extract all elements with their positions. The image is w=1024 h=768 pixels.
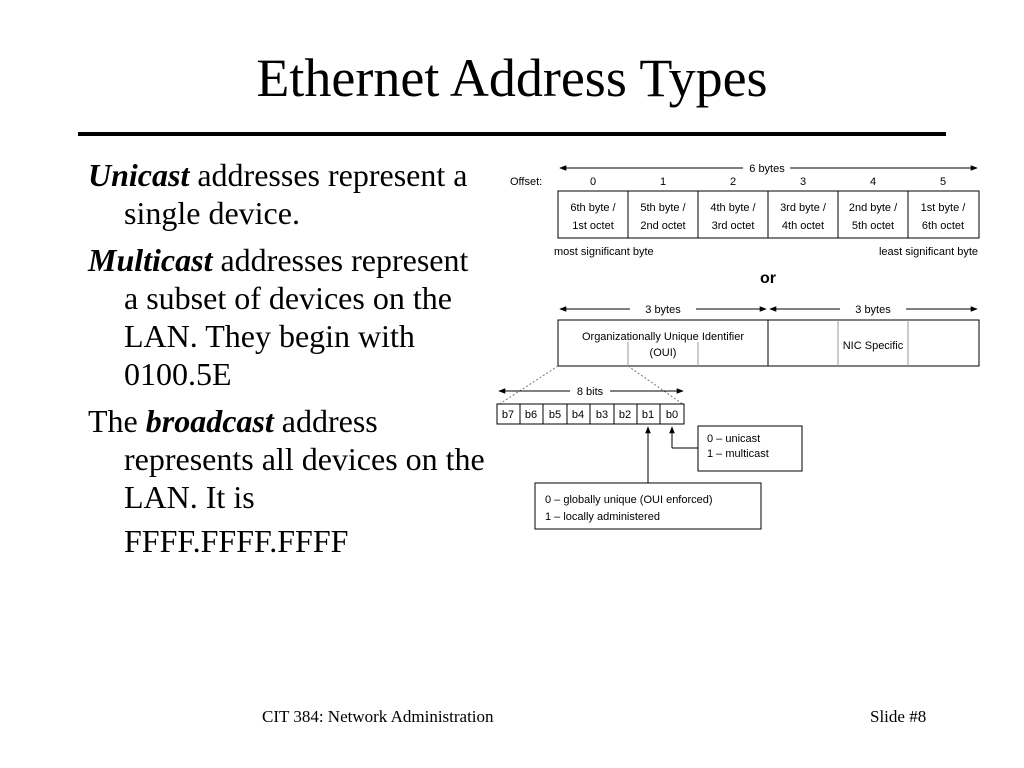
- bit-b0: b0: [666, 409, 678, 421]
- bullet-unicast: Unicast addresses represent a single dev…: [88, 156, 488, 232]
- byte-cell-0-line2: 1st octet: [572, 220, 614, 232]
- expansion-line-right: [627, 365, 685, 406]
- footer-slide-number: Slide #8: [870, 707, 927, 726]
- oui-bytes-label: 3 bytes: [645, 304, 681, 316]
- offset-2: 2: [730, 176, 736, 188]
- msb-label: most significant byte: [554, 246, 654, 258]
- oui-label-line1: Organizationally Unique Identifier: [582, 331, 744, 343]
- byte-cell-3-line2: 4th octet: [782, 220, 824, 232]
- byte-cell-3-line1: 3rd byte /: [780, 202, 827, 214]
- bit-b1: b1: [642, 409, 654, 421]
- eight-bits-label: 8 bits: [577, 386, 604, 398]
- bullet-list: Unicast addresses represent a single dev…: [88, 156, 488, 569]
- offset-4: 4: [870, 176, 876, 188]
- byte-cell-5-line1: 1st byte /: [921, 202, 967, 214]
- byte-cell-0-line1: 6th byte /: [570, 202, 616, 214]
- cast-line2: 1 – multicast: [707, 448, 769, 460]
- title-divider: [78, 132, 946, 136]
- offset-5: 5: [940, 176, 946, 188]
- nic-bytes-label: 3 bytes: [855, 304, 891, 316]
- unicast-description: addresses represent a single device.: [124, 157, 468, 231]
- term-multicast: Multicast: [88, 242, 213, 278]
- bit-b2: b2: [619, 409, 631, 421]
- nic-specific-label: NIC Specific: [843, 340, 904, 352]
- multicast-description: addresses represent a subset of devices …: [124, 242, 469, 392]
- broadcast-prefix: The: [88, 403, 146, 439]
- cast-box: [697, 425, 803, 472]
- offset-1: 1: [660, 176, 666, 188]
- bit-b6: b6: [525, 409, 537, 421]
- cast-line1: 0 – unicast: [707, 433, 760, 445]
- expansion-line-left: [497, 365, 559, 406]
- lsb-label: least significant byte: [879, 246, 978, 258]
- admin-line1: 0 – globally unique (OUI enforced): [545, 494, 713, 506]
- admin-line2: 1 – locally administered: [545, 511, 660, 523]
- term-unicast: Unicast: [88, 157, 190, 193]
- slide-title: Ethernet Address Types: [256, 48, 768, 108]
- bullet-broadcast: The broadcast address represents all dev…: [88, 402, 488, 560]
- bit-b4: b4: [572, 409, 584, 421]
- offset-0: 0: [590, 176, 596, 188]
- bit-b7: b7: [502, 409, 514, 421]
- term-broadcast: broadcast: [145, 403, 274, 439]
- byte-cell-2-line2: 3rd octet: [712, 220, 755, 232]
- offset-label: Offset:: [510, 176, 542, 188]
- byte-cell-4-line2: 5th octet: [852, 220, 894, 232]
- byte-cell-5-line2: 6th octet: [922, 220, 964, 232]
- oui-label-line2: (OUI): [650, 347, 677, 359]
- byte-cell-2-line1: 4th byte /: [710, 202, 756, 214]
- bit-b3: b3: [596, 409, 608, 421]
- bit-b5: b5: [549, 409, 561, 421]
- byte-cell-4-line1: 2nd byte /: [849, 202, 898, 214]
- bullet-multicast: Multicast addresses represent a subset o…: [88, 241, 488, 393]
- byte-cell-1-line2: 2nd octet: [640, 220, 685, 232]
- offset-3: 3: [800, 176, 806, 188]
- broadcast-address: FFFF.FFFF.FFFF: [124, 523, 349, 559]
- six-bytes-label: 6 bytes: [749, 163, 785, 175]
- footer-course: CIT 384: Network Administration: [262, 707, 494, 726]
- byte-cell-1-line1: 5th byte /: [640, 202, 686, 214]
- or-label: or: [760, 270, 776, 287]
- mac-address-diagram: 6 bytes Offset: 0 1 2 3 4 5 6th byte / 1…: [496, 163, 980, 530]
- broadcast-description: address represents all devices on the LA…: [124, 403, 485, 515]
- admin-box: [534, 482, 762, 530]
